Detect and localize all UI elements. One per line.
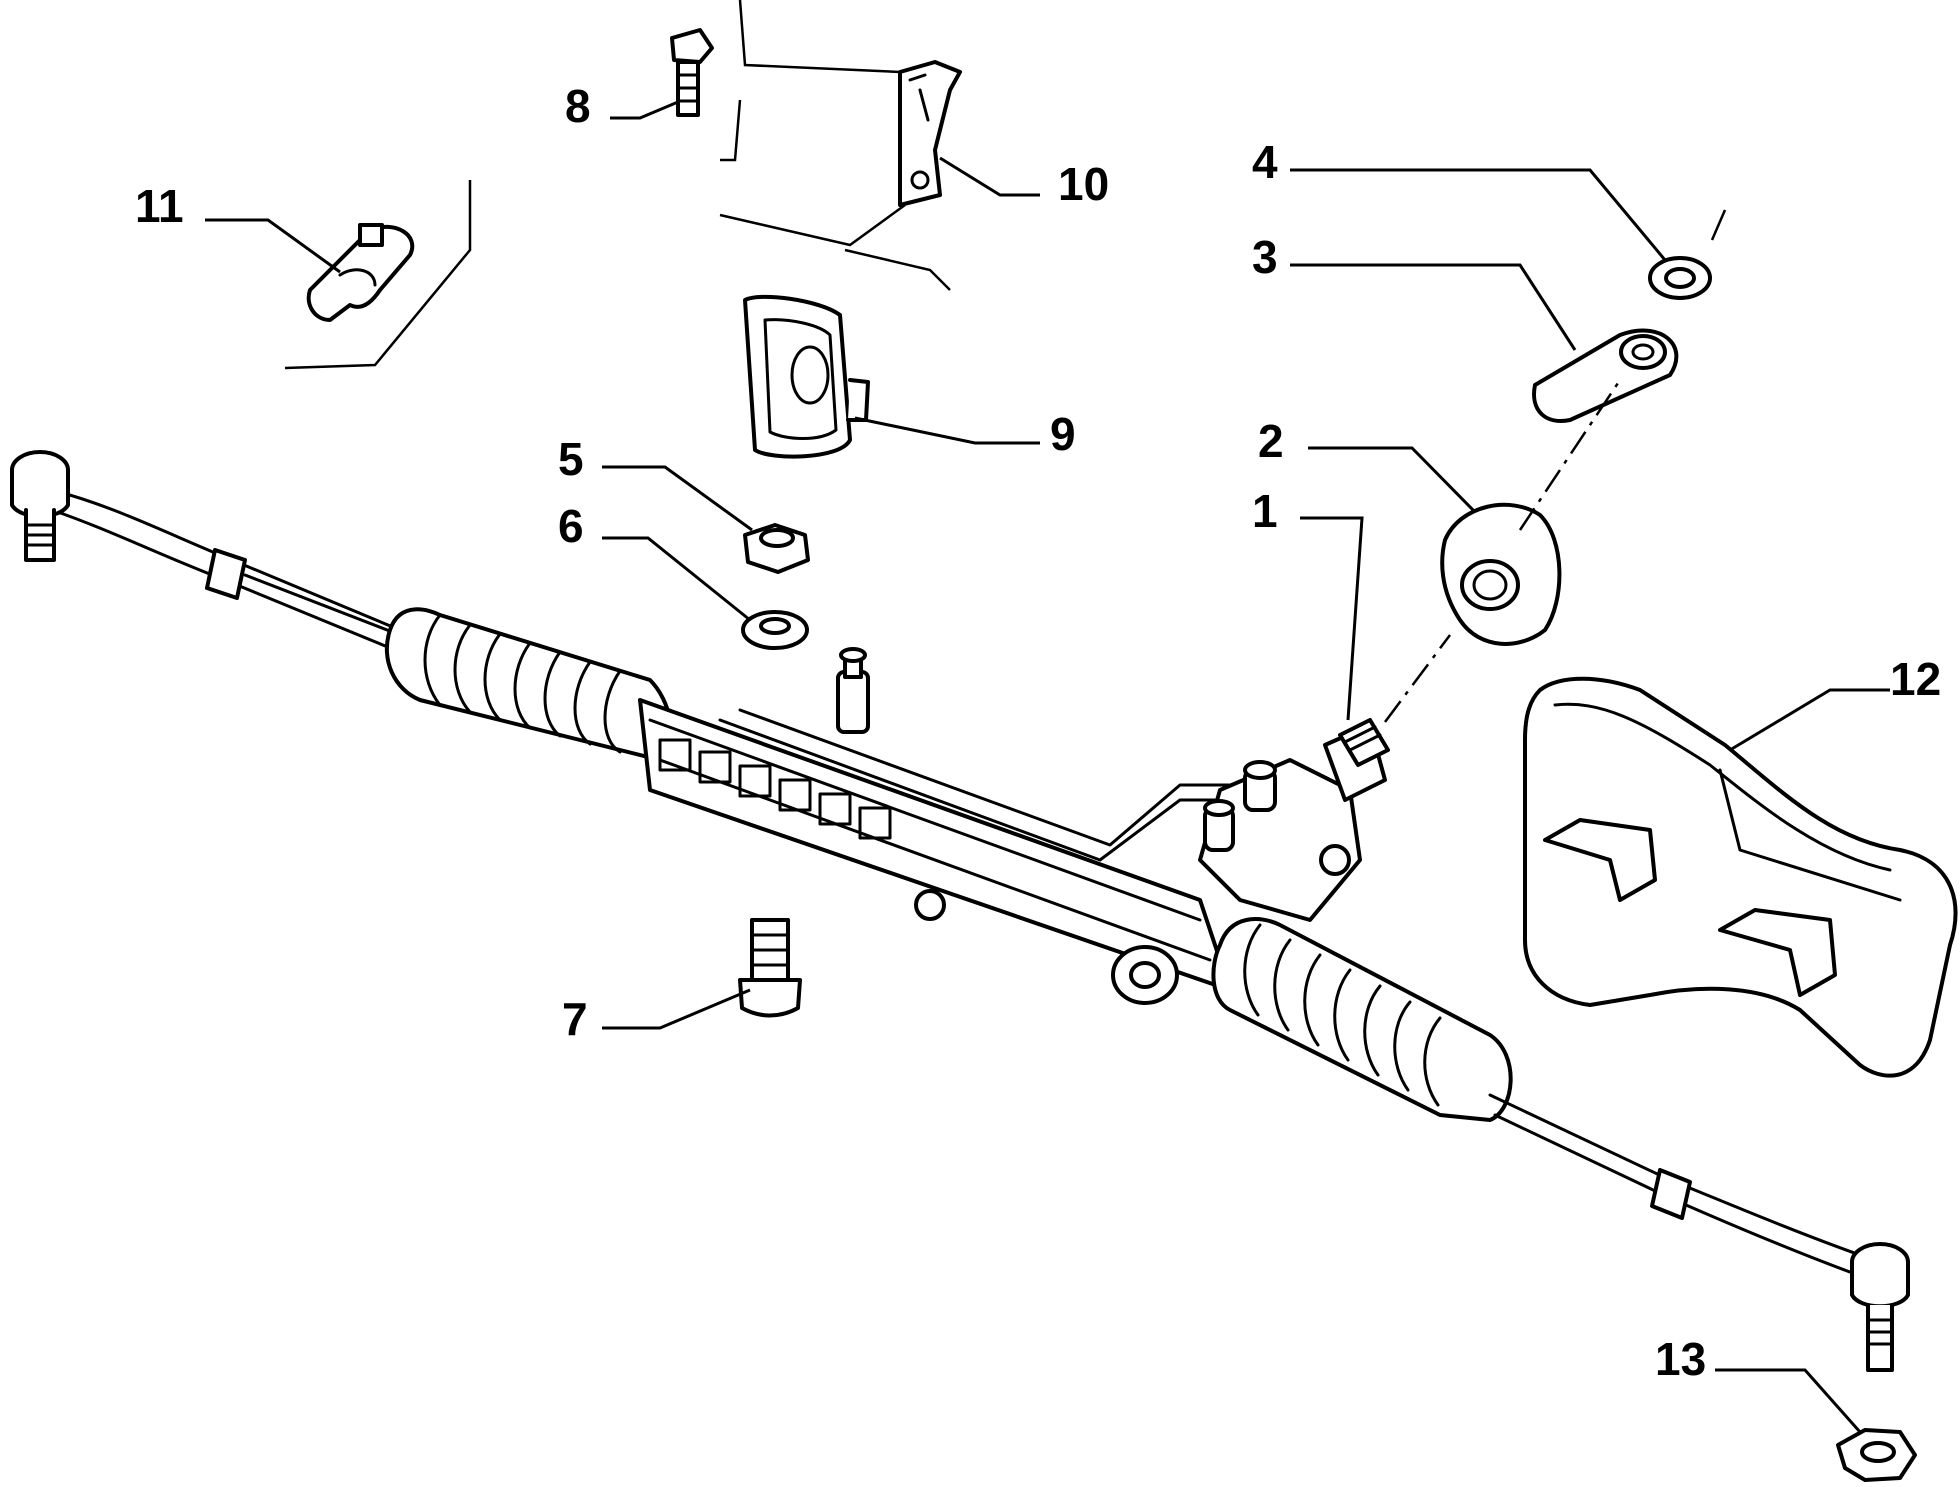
callout-8: 8 [565, 80, 591, 132]
bolt-7 [738, 918, 802, 1018]
pinion-cover [1440, 502, 1562, 646]
lever-bracket [1532, 328, 1679, 423]
callout-13: 13 [1655, 1333, 1706, 1385]
right-bellows [1211, 917, 1513, 1122]
housing-ribs [658, 738, 892, 840]
nut-5 [743, 523, 810, 574]
callout-3: 3 [1252, 231, 1278, 283]
leader-lines [205, 100, 1890, 1433]
leader-8 [610, 100, 679, 120]
heat-shield-12 [1523, 676, 1958, 1078]
washer-6 [741, 610, 809, 650]
leader-13 [1715, 1368, 1862, 1433]
callout-5: 5 [558, 433, 584, 485]
pinion-shaft [1338, 718, 1390, 767]
leader-2 [1308, 446, 1477, 514]
leader-7 [602, 988, 751, 1030]
leader-9 [854, 416, 1040, 445]
leader-4 [1290, 168, 1667, 261]
rack-housing [638, 647, 1252, 992]
pinion-valve-body [1111, 718, 1390, 1005]
nut-13 [1836, 1428, 1917, 1482]
right-tie-rod-end [1850, 1242, 1910, 1372]
context-lines [284, 0, 1727, 723]
leader-12 [1729, 688, 1890, 752]
callout-12: 12 [1890, 653, 1941, 705]
clamp-bracket-10 [898, 60, 962, 207]
steering-rack-assembly [10, 450, 1910, 1372]
callout-7: 7 [562, 993, 588, 1045]
callout-2: 2 [1258, 415, 1284, 467]
bracket-plate-9 [743, 294, 870, 459]
leader-3 [1290, 263, 1577, 351]
callout-10: 10 [1058, 158, 1109, 210]
callout-4: 4 [1252, 136, 1278, 188]
leader-1 [1300, 516, 1364, 721]
bolt-8 [670, 28, 714, 117]
hose-clip-11 [306, 223, 415, 322]
washer-4 [1648, 256, 1712, 300]
leader-5 [602, 465, 753, 532]
leader-10 [939, 156, 1040, 197]
callout-9: 9 [1050, 408, 1076, 460]
left-tie-rod-end [10, 450, 70, 562]
callout-6: 6 [558, 500, 584, 552]
callout-numbers: 1 2 3 4 5 6 7 8 9 10 11 12 13 [135, 80, 1941, 1385]
callout-11: 11 [135, 180, 184, 232]
callout-1: 1 [1252, 485, 1278, 537]
left-bellows [384, 607, 673, 762]
leader-11 [205, 218, 341, 274]
leader-6 [602, 536, 751, 622]
